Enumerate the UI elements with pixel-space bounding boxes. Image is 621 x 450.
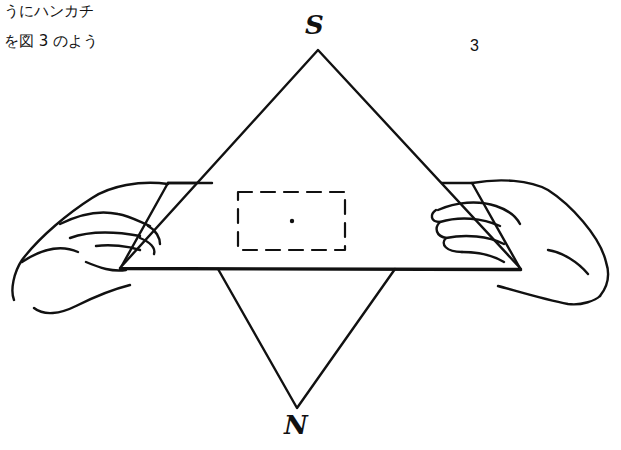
text-fragment: うにハンカチ [4, 4, 94, 19]
small-triangle [218, 269, 395, 408]
text-fragment: を図 3 のよう [4, 34, 98, 49]
pole-label: S [305, 12, 324, 38]
center-dot [290, 219, 294, 223]
right-hand [472, 180, 608, 296]
dashed-rectangle [238, 192, 345, 250]
figure-number: 3 [470, 38, 479, 54]
left-hand [12, 183, 168, 300]
pole-label: N [284, 412, 308, 438]
